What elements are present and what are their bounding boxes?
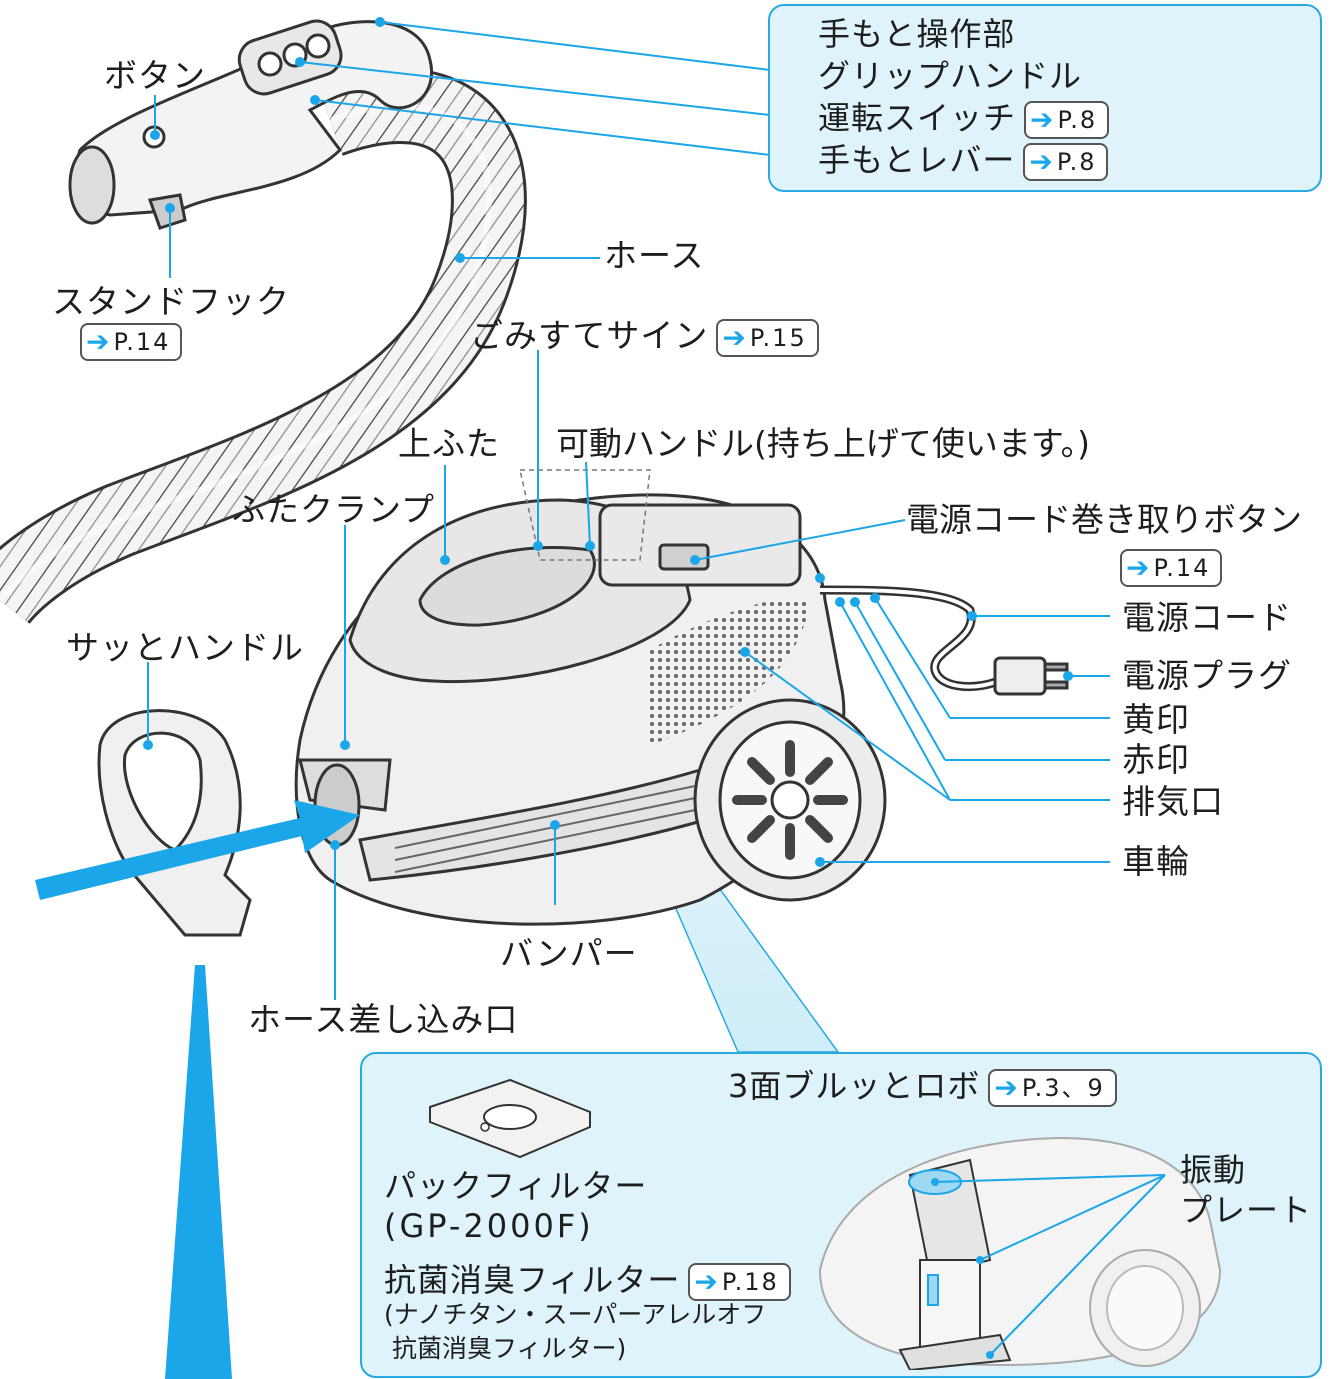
hose-label: ホース [604, 236, 705, 275]
power-cord-label: 電源コード [1122, 598, 1292, 637]
power-plug [993, 656, 1069, 696]
hose-inlet-label: ホース差し込み口 [248, 1000, 519, 1039]
top-lid-label: 上ふた [398, 424, 500, 463]
grip-handle-label: グリップハンドル [818, 57, 1083, 95]
exhaust-label: 排気口 [1122, 782, 1224, 821]
satto-handle [97, 709, 252, 937]
button-label: ボタン [104, 56, 206, 95]
run-switch-page-ref[interactable]: ➔P.8 [1024, 101, 1110, 139]
antibac-filter-note-1: (ナノチタン・スーパーアレルオフ [384, 1300, 767, 1329]
robo-page-ref[interactable]: ➔P.3、9 [988, 1069, 1117, 1107]
pack-filter-label: パックフィルター [384, 1167, 648, 1205]
hand-lever-page-ref[interactable]: ➔P.8 [1023, 143, 1109, 181]
antibac-filter-note-2: 抗菌消臭フィルター) [392, 1334, 627, 1363]
down-arrow [165, 965, 232, 1379]
dust-sign-label: ごみすてサイン➔P.15 [470, 316, 819, 357]
arrow-right-icon: ➔ [722, 320, 746, 354]
vibration-plate-label-2: プレート [1180, 1191, 1313, 1229]
run-switch-label: 運転スイッチ➔P.8 [818, 98, 1110, 139]
arrow-right-icon: ➔ [694, 1265, 718, 1298]
cord-rewind-button-label: 電源コード巻き取りボタン [906, 500, 1302, 539]
yellow-mark-label: 黄印 [1122, 700, 1190, 739]
stand-hook-page-ref[interactable]: ➔P.14 [80, 322, 183, 361]
antibac-filter-page-ref[interactable]: ➔P.18 [688, 1263, 791, 1301]
cord-rewind-page-ref[interactable]: ➔P.14 [1120, 548, 1223, 587]
arrow-right-icon: ➔ [1030, 103, 1054, 136]
stand-hook-ref-wrap: ➔P.14 [80, 320, 183, 361]
wheel-label: 車輪 [1122, 842, 1190, 881]
robo-vacuum-image [818, 1136, 1222, 1370]
pack-filter-image [429, 1078, 591, 1159]
red-mark-label: 赤印 [1122, 740, 1190, 779]
pack-filter-model: (GP-2000F) [384, 1207, 594, 1245]
arrow-right-icon: ➔ [994, 1071, 1018, 1104]
power-cord [819, 585, 1003, 692]
arrow-right-icon: ➔ [86, 324, 110, 358]
wheel [693, 698, 887, 902]
arrow-right-icon: ➔ [1029, 145, 1053, 178]
antibac-filter-label: 抗菌消臭フィルター➔P.18 [384, 1260, 791, 1301]
handle-controls-label: 手もと操作部 [818, 15, 1016, 53]
cord-rewind-ref-wrap: ➔P.14 [1120, 546, 1223, 587]
bumper-label: バンパー [500, 934, 638, 973]
insert-arrow [35, 800, 360, 900]
lid-clamp-label: ふたクランプ [232, 490, 436, 529]
movable-handle-label: 可動ハンドル(持ち上げて使います。) [556, 424, 1090, 463]
hand-lever-label: 手もとレバー➔P.8 [818, 140, 1109, 181]
robo-label: 3面ブルッとロボ➔P.3、9 [728, 1066, 1117, 1107]
vibration-plate-label-1: 振動 [1180, 1151, 1247, 1189]
satto-handle-label: サッとハンドル [66, 628, 304, 667]
arrow-right-icon: ➔ [1126, 550, 1150, 584]
stand-hook-label: スタンドフック [52, 282, 290, 321]
dust-sign-page-ref[interactable]: ➔P.15 [716, 318, 819, 357]
power-plug-label: 電源プラグ [1122, 656, 1292, 695]
